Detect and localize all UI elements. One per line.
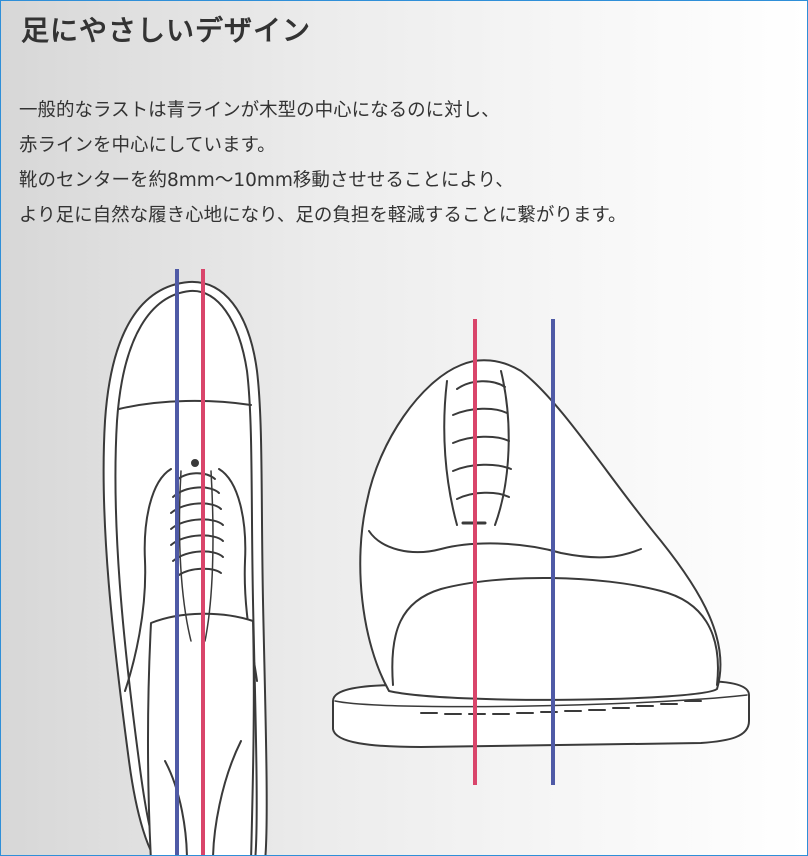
page-title: 足にやさしいデザイン [21,14,312,47]
top-view-opening [147,612,255,855]
top-view-heel-seam [164,740,242,855]
front-view-eyestay [443,370,510,526]
top-view-lace-lines [178,470,214,642]
shoe-top-view-illustration [102,280,268,855]
front-view-upper [359,359,722,701]
description-text: 一般的なラストは青ラインが木型の中心になるのに対し、 赤ラインを中心にしています… [19,93,799,233]
front-view-laces [452,380,512,525]
front-view-vamp-seam [368,530,642,559]
shoe-front-view-illustration [332,359,750,748]
front-view-sole-top-edge [334,694,748,708]
description-line-1: 一般的なラストは青ラインが木型の中心になるのに対し、 [19,100,500,121]
top-view-toe-cap-seam [118,399,252,410]
description-line-4: より足に自然な履き心地になり、足の負担を軽減することに繋がります。 [19,205,627,226]
description-line-2: 赤ラインを中心にしています。 [19,135,276,156]
front-view-welt-stitching [420,700,702,715]
description-line-3: 靴のセンターを約8mm〜10mm移動させせることにより、 [19,170,514,191]
